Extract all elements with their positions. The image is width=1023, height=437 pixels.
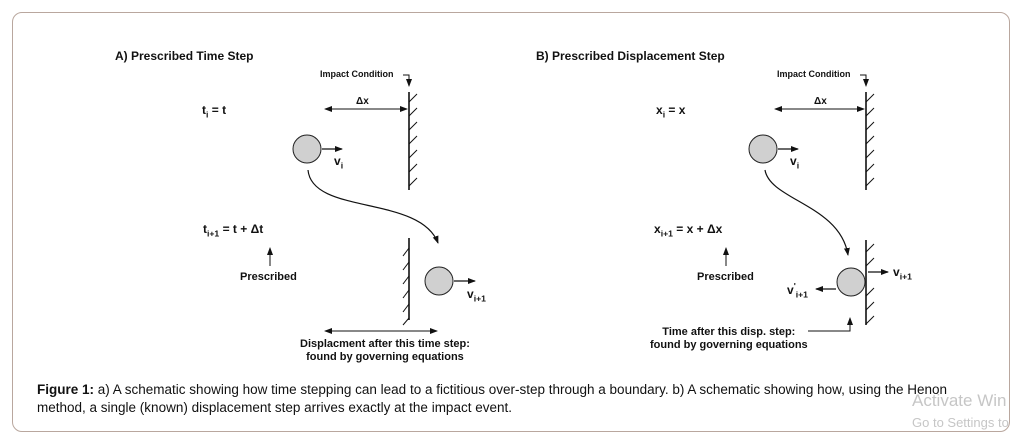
eq-a1-sub: i	[206, 109, 209, 120]
trajectory-b	[764, 169, 850, 256]
caption-text: a) A schematic showing how time stepping…	[37, 382, 948, 415]
eq-b2-rest: = x + Δx	[672, 222, 723, 236]
eq-a2-main: t	[203, 222, 207, 236]
panel-b-title: B) Prescribed Displacement Step	[536, 49, 725, 63]
delta-x-label-b: Δx	[814, 96, 827, 107]
impact-condition-label-a: Impact Condition	[320, 69, 394, 79]
wall-b-lower-hatch	[865, 243, 875, 325]
eq-b1-sub: i	[662, 109, 666, 120]
vel-bback-sub: i+1	[795, 289, 808, 300]
impact-condition-label-b: Impact Condition	[777, 69, 851, 79]
vel-a2-main: v	[467, 287, 474, 301]
velocity-label-b-1: vi	[790, 154, 799, 170]
velocity-label-b-out: vi+1	[893, 265, 912, 281]
panel-a-graphics	[267, 74, 476, 334]
time-note-b: Time after this disp. step: found by gov…	[650, 326, 808, 352]
caption-label: Figure 1:	[37, 382, 95, 397]
delta-x-label-a: Δx	[356, 96, 369, 107]
watermark-line1: Activate Win	[912, 391, 1007, 410]
impact-leader-a	[403, 74, 412, 87]
ball-b-1	[748, 134, 778, 164]
ball-a-1	[292, 134, 322, 164]
vel-bout-main: v	[893, 265, 900, 279]
vel-a1-sub: i	[340, 160, 344, 171]
note-a-line2: found by governing equations	[306, 351, 464, 363]
eq-a2-rest: = t + Δt	[219, 222, 264, 236]
vel-a1-main: v	[334, 154, 341, 168]
eq-b2-main: x	[654, 222, 661, 236]
vel-b1-sub: i	[796, 160, 800, 171]
eq-b1-rest: = x	[665, 103, 686, 117]
wall-a-lower-hatch	[402, 247, 410, 326]
disp-equation-2: xi+1 = x + Δx	[654, 222, 722, 238]
vel-bback-main: v	[787, 283, 794, 297]
vel-bback-sup: '	[793, 281, 796, 291]
note-b-line1: Time after this disp. step:	[662, 326, 796, 338]
wall-a-upper-hatch	[408, 93, 418, 187]
velocity-label-b-back: v'i+1	[787, 281, 808, 299]
impact-leader-b	[860, 74, 869, 87]
time-equation-2: ti+1 = t + Δt	[203, 222, 263, 238]
vel-bout-sub: i+1	[899, 271, 912, 282]
velocity-label-a-2: vi+1	[467, 287, 486, 303]
trajectory-a	[307, 169, 439, 244]
ball-a-2	[424, 266, 454, 296]
time-leader-b	[808, 317, 853, 332]
velocity-label-a-1: vi	[334, 154, 343, 170]
note-a-line1: Displacment after this time step:	[300, 338, 470, 350]
ball-b-2	[836, 267, 866, 297]
eq-a2-sub: i+1	[207, 228, 220, 239]
disp-equation-1: xi = x	[656, 103, 685, 119]
watermark-line2: Go to Settings to	[912, 415, 1009, 430]
vel-b1-main: v	[790, 154, 797, 168]
panel-b-graphics	[723, 74, 889, 332]
vel-a2-sub: i+1	[473, 293, 486, 304]
panel-a-title: A) Prescribed Time Step	[115, 49, 254, 63]
note-b-line2: found by governing equations	[650, 339, 808, 351]
eq-b2-sub: i+1	[660, 228, 673, 239]
figure-frame	[12, 12, 1010, 432]
eq-a1-main: t	[202, 103, 206, 117]
figure-caption: Figure 1: a) A schematic showing how tim…	[37, 381, 997, 417]
wall-b-upper-hatch	[865, 93, 875, 187]
displacement-note-a: Displacment after this time step: found …	[300, 338, 470, 364]
time-equation-1: ti = t	[202, 103, 226, 119]
eq-b1-main: x	[656, 103, 663, 117]
prescribed-label-b: Prescribed	[697, 271, 754, 283]
eq-a1-rest: = t	[208, 103, 227, 117]
prescribed-label-a: Prescribed	[240, 271, 297, 283]
